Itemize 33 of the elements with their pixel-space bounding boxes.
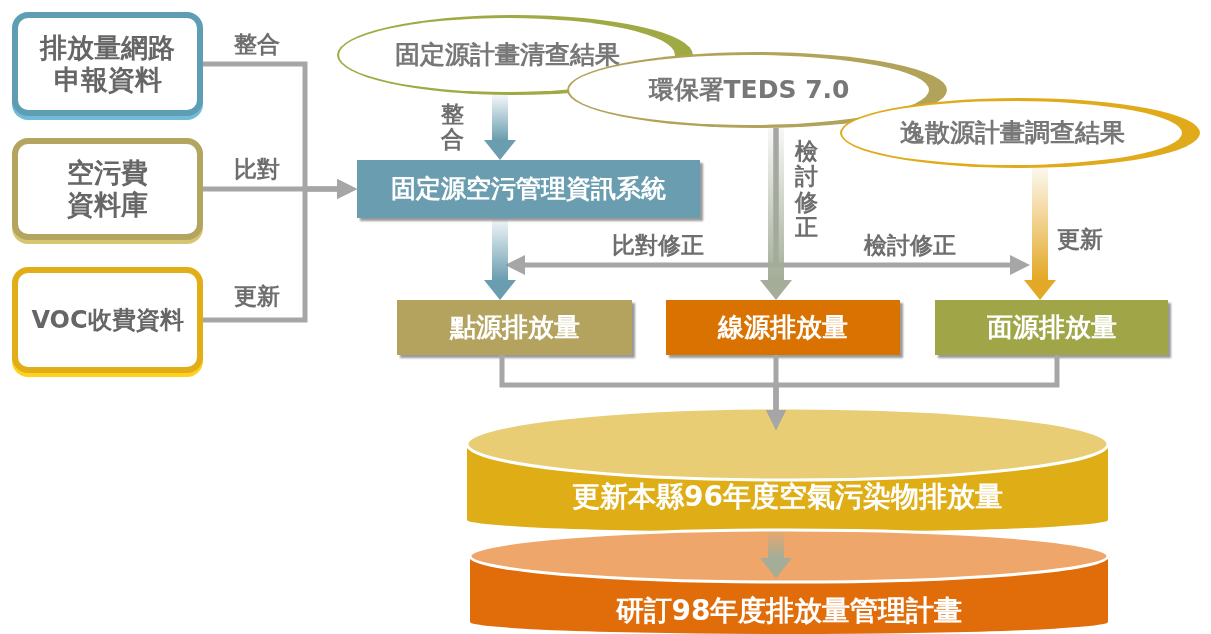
result-disc bbox=[470, 530, 1108, 634]
node-label: 固定源空污管理資訊系統 bbox=[391, 174, 666, 204]
node-label: 更新本縣96年度空氣污染物排放量 bbox=[572, 480, 1003, 514]
node-label: 線源排放量 bbox=[718, 311, 848, 344]
node-label: VOC收費資料 bbox=[31, 305, 184, 335]
node-label: 環保署TEDS 7.0 bbox=[648, 75, 850, 105]
arrow bbox=[484, 218, 516, 300]
process-box bbox=[935, 300, 1168, 355]
edge-label: 檢討修正 bbox=[864, 233, 956, 259]
edge-label: 更新 bbox=[1057, 227, 1103, 253]
node-label: 排放量網路申報資料 bbox=[38, 31, 176, 97]
node-label: 點源排放量 bbox=[449, 311, 580, 344]
node-label: 研訂98年度排放量管理計畫 bbox=[615, 594, 963, 628]
edge-label: 更新 bbox=[234, 284, 280, 310]
node-label: 逸散源計畫調查結果 bbox=[899, 118, 1125, 148]
arrow bbox=[203, 179, 357, 323]
arrow bbox=[766, 355, 1060, 430]
result-disc bbox=[467, 408, 1108, 532]
edge-label: 整合 bbox=[440, 101, 464, 153]
source-ellipse bbox=[840, 98, 1200, 168]
process-box bbox=[357, 160, 700, 218]
arrow bbox=[484, 95, 516, 160]
node-label: 面源排放量 bbox=[986, 311, 1117, 344]
edge-label: 比對修正 bbox=[612, 233, 704, 259]
edge-label: 整合 bbox=[234, 32, 280, 58]
node-label: 固定源計畫清查結果 bbox=[394, 40, 620, 70]
process-box bbox=[666, 300, 900, 355]
edge-label: 比對 bbox=[234, 157, 280, 183]
arrow bbox=[760, 128, 792, 300]
arrow bbox=[760, 532, 792, 578]
arrow bbox=[1024, 168, 1056, 300]
process-box bbox=[397, 300, 632, 355]
node-label: 空污費資料庫 bbox=[66, 156, 149, 222]
